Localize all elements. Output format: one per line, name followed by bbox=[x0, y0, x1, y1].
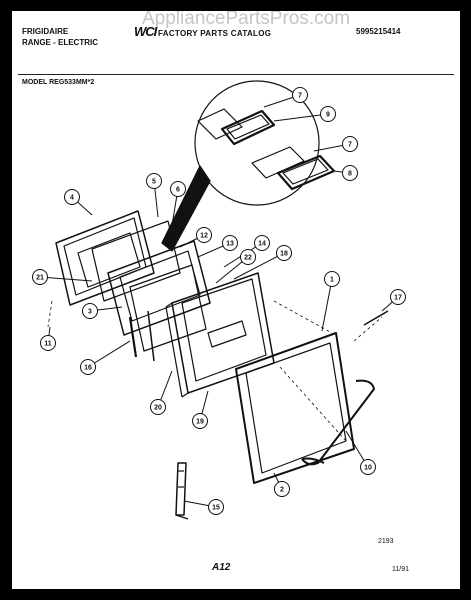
callout-leader-16 bbox=[87, 340, 131, 368]
inner-door-panel-edge bbox=[63, 217, 147, 296]
callout-balloon-7 bbox=[292, 87, 308, 103]
callout-balloon-16 bbox=[80, 359, 96, 375]
callout-balloon-1 bbox=[324, 271, 340, 287]
callout-balloon-17 bbox=[390, 289, 406, 305]
inner-door-panel bbox=[55, 210, 155, 306]
detail-gasket-upper bbox=[220, 109, 276, 146]
callout-label-13: 13 bbox=[226, 241, 234, 248]
callout-balloon-14 bbox=[254, 235, 270, 251]
support-rod-2 bbox=[147, 310, 155, 362]
callout-label-10: 10 bbox=[364, 465, 372, 472]
model-label: MODEL REG533MM*2 bbox=[22, 79, 95, 86]
callout-label-21: 21 bbox=[36, 275, 44, 282]
callout-balloon-9 bbox=[320, 106, 336, 122]
header-divider bbox=[18, 74, 454, 75]
drawing-number: 2193 bbox=[378, 538, 394, 545]
callout-balloon-4 bbox=[64, 189, 80, 205]
assembly-line-3 bbox=[353, 316, 383, 342]
callout-label-22: 22 bbox=[244, 255, 252, 262]
wci-logo: WCI bbox=[134, 24, 157, 39]
door-liner bbox=[91, 220, 181, 302]
callout-label-19: 19 bbox=[196, 419, 204, 426]
callout-balloon-22 bbox=[240, 249, 256, 265]
support-rod bbox=[128, 316, 138, 358]
callout-label-5: 5 bbox=[152, 179, 156, 186]
callout-balloon-8 bbox=[342, 165, 358, 181]
callout-balloon-10 bbox=[360, 459, 376, 475]
date-code: 11/91 bbox=[392, 566, 409, 573]
exploded-door-diagram: 7 9 7 8 4 5 6 12 13 14 18 22 21 3 11 16 1 17 20 19 10 2 15 bbox=[32, 80, 406, 520]
assembly-line-2 bbox=[279, 366, 347, 442]
detail-gasket-lower bbox=[276, 154, 336, 191]
callout-label-8: 8 bbox=[348, 171, 352, 178]
callout-label-20: 20 bbox=[154, 405, 162, 412]
window-frame bbox=[107, 240, 211, 336]
callout-label-7: 7 bbox=[348, 142, 352, 149]
outer-door-glass bbox=[245, 342, 347, 474]
callouts: 7 9 7 8 4 5 6 12 13 14 18 22 21 3 11 16 1 17 20 19 10 2 15 bbox=[32, 87, 406, 515]
catalog-title: FACTORY PARTS CATALOG bbox=[158, 29, 272, 38]
callout-leader-9 bbox=[273, 113, 329, 122]
handle-screw bbox=[363, 310, 389, 326]
callout-label-9: 9 bbox=[326, 112, 330, 119]
door-liner-slot bbox=[207, 320, 247, 348]
door-handle bbox=[301, 379, 375, 466]
brand-label: FRIGIDAIRE bbox=[22, 27, 69, 36]
inner-door-window bbox=[77, 232, 141, 288]
callout-label-1: 1 bbox=[330, 277, 334, 284]
door-hinge bbox=[175, 462, 187, 516]
detail-glass-upper bbox=[197, 108, 243, 140]
product-label: RANGE - ELECTRIC bbox=[22, 38, 98, 47]
callout-label-16: 16 bbox=[84, 365, 92, 372]
glass-pack bbox=[129, 264, 207, 352]
callout-label-12: 12 bbox=[200, 233, 208, 240]
callout-label-3: 3 bbox=[88, 309, 92, 316]
magnifier-wedge bbox=[161, 165, 211, 252]
assembly-line-4 bbox=[47, 300, 53, 328]
outer-door-frame bbox=[235, 332, 355, 484]
assembly-line-1 bbox=[273, 300, 333, 334]
callout-balloon-3 bbox=[82, 303, 98, 319]
detail-glass-lower bbox=[251, 146, 305, 179]
door-handle-end bbox=[301, 457, 325, 464]
callout-label-15: 15 bbox=[212, 505, 220, 512]
detail-gasket-upper-inner bbox=[226, 114, 270, 140]
detail-magnifier-circle bbox=[194, 80, 320, 206]
callout-balloon-6 bbox=[170, 181, 186, 197]
callout-balloon-7 bbox=[342, 136, 358, 152]
callout-label-7: 7 bbox=[298, 93, 302, 100]
door-liner-edge-2 bbox=[165, 306, 183, 398]
callout-balloon-11 bbox=[40, 335, 56, 351]
hinge-foot bbox=[175, 514, 189, 520]
catalog-sheet: AppliancePartsPros.com FRIGIDAIRE RANGE … bbox=[12, 11, 460, 589]
callout-balloon-2 bbox=[274, 481, 290, 497]
callout-label-18: 18 bbox=[280, 251, 288, 258]
page-code: A12 bbox=[212, 562, 231, 573]
callout-leader-18 bbox=[233, 252, 285, 280]
callout-balloon-15 bbox=[208, 499, 224, 515]
door-liner-panel-inner bbox=[181, 278, 267, 382]
callout-label-14: 14 bbox=[258, 241, 266, 248]
window-frame-inner bbox=[119, 250, 201, 322]
callout-balloon-5 bbox=[146, 173, 162, 189]
callout-balloon-18 bbox=[276, 245, 292, 261]
door-liner-edge-3 bbox=[181, 392, 189, 398]
callout-balloon-13 bbox=[222, 235, 238, 251]
callout-leader-21 bbox=[39, 276, 93, 282]
watermark: AppliancePartsPros.com bbox=[142, 11, 351, 29]
callout-label-17: 17 bbox=[394, 295, 402, 302]
callout-balloon-19 bbox=[192, 413, 208, 429]
callout-label-11: 11 bbox=[44, 341, 52, 348]
callout-label-2: 2 bbox=[280, 487, 284, 494]
callout-label-6: 6 bbox=[176, 187, 180, 194]
assembly-lines bbox=[47, 300, 383, 442]
detail-gasket-lower-inner bbox=[282, 158, 329, 185]
callout-balloon-21 bbox=[32, 269, 48, 285]
document-number: 5995215414 bbox=[356, 27, 401, 36]
callout-label-4: 4 bbox=[70, 195, 74, 202]
callout-balloon-20 bbox=[150, 399, 166, 415]
callout-leader-1 bbox=[321, 278, 333, 332]
callout-balloon-12 bbox=[196, 227, 212, 243]
door-liner-edge bbox=[165, 302, 173, 308]
